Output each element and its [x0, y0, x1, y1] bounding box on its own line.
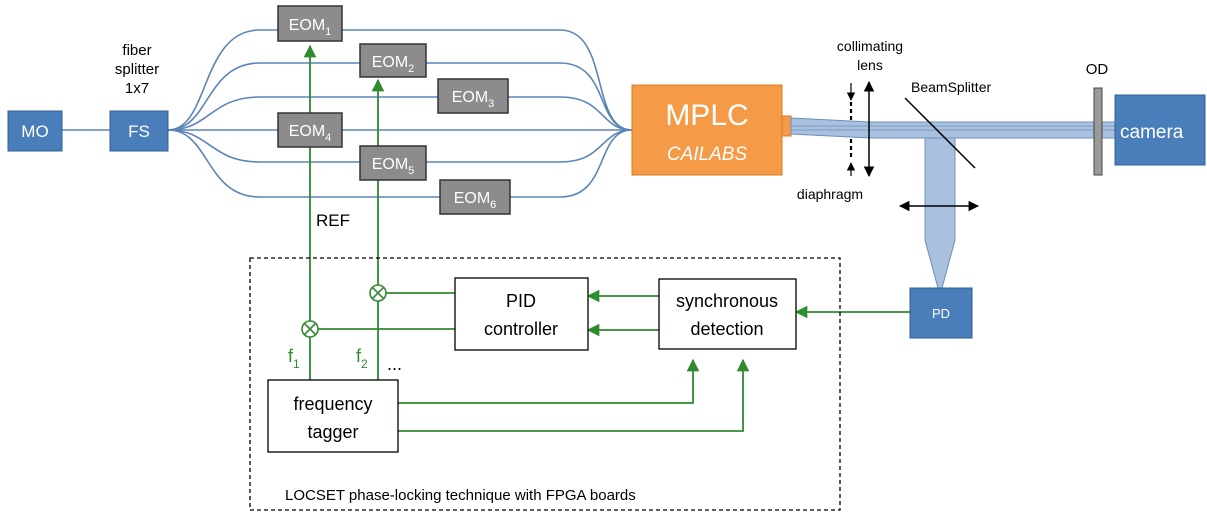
- eom-3-sub: 3: [488, 98, 494, 110]
- eom-2: EOM2: [359, 43, 427, 78]
- camera-label: camera: [1120, 122, 1184, 143]
- eom-6: EOM6: [439, 179, 511, 215]
- eom-5-label: EOM: [372, 156, 408, 173]
- collimating-line-2: lens: [857, 57, 883, 73]
- frequency-tagger-box: frequency tagger: [267, 379, 399, 453]
- fiber-line: [167, 129, 633, 198]
- collimating-caption: collimating lens: [837, 38, 903, 73]
- locset-frame: [249, 257, 841, 511]
- pd-label: PD: [932, 306, 950, 321]
- od-label: OD: [1086, 61, 1109, 78]
- line-tagger-sync-2: [398, 358, 750, 432]
- splitter-line-1: fiber: [122, 42, 151, 59]
- eom-6-sub: 6: [490, 199, 496, 211]
- eom-3: EOM3: [437, 78, 509, 114]
- tagger-line-2: tagger: [307, 422, 358, 442]
- tagger-line-1: frequency: [293, 394, 372, 414]
- od-filter: OD: [1086, 61, 1109, 176]
- mixer-1: [301, 320, 319, 338]
- splitter-caption: fiber splitter 1x7: [115, 42, 159, 97]
- beamsplitter: [904, 97, 976, 169]
- svg-text:EOM3: EOM3: [452, 89, 495, 110]
- collimating-line-1: collimating: [837, 38, 903, 54]
- eom-5: EOM5: [359, 145, 427, 181]
- fiber-bundle: [167, 29, 633, 198]
- pd-box: PD: [909, 287, 973, 339]
- pid-line-2: controller: [484, 319, 558, 339]
- mo-box: MO: [7, 110, 63, 152]
- svg-text:EOM2: EOM2: [372, 54, 415, 75]
- svg-text:EOM1: EOM1: [289, 17, 332, 38]
- svg-text:EOM5: EOM5: [372, 156, 415, 177]
- ellipsis-label: ...: [387, 354, 402, 374]
- beam-main: [790, 117, 1116, 139]
- control-lines: [303, 44, 910, 432]
- svg-text:EOM6: EOM6: [454, 190, 497, 211]
- line-tagger-sync-1: [398, 358, 700, 404]
- eom-5-sub: 5: [408, 165, 414, 177]
- beam: [790, 117, 1116, 289]
- mo-label: MO: [21, 122, 48, 141]
- pid-controller-box: PID controller: [454, 277, 589, 351]
- eom-2-label: EOM: [372, 54, 408, 71]
- eom-3-label: EOM: [452, 89, 488, 106]
- pid-line-1: PID: [506, 291, 536, 311]
- sync-line-1: synchronous: [676, 291, 778, 311]
- locset-caption: LOCSET phase-locking technique with FPGA…: [285, 487, 636, 504]
- fiber-line: [167, 96, 633, 131]
- svg-text:EOM4: EOM4: [289, 123, 332, 144]
- splitter-line-3: 1x7: [125, 80, 149, 97]
- eom-4: EOM4: [277, 112, 343, 148]
- sync-line-2: detection: [690, 319, 763, 339]
- eom-4-sub: 4: [325, 132, 331, 144]
- ref-label: REF: [316, 211, 350, 230]
- fiber-line: [167, 29, 633, 131]
- diaphragm-label: diaphragm: [797, 186, 863, 202]
- mplc-box: MPLC CAILABS: [631, 84, 792, 176]
- beam-down: [924, 137, 956, 289]
- eom-2-sub: 2: [408, 63, 414, 75]
- camera-box: camera: [1114, 94, 1206, 166]
- splitter-line-2: splitter: [115, 61, 159, 78]
- beamsplitter-label: BeamSplitter: [911, 79, 991, 95]
- synchronous-detection-box: synchronous detection: [658, 278, 797, 350]
- mplc-subtitle: CAILABS: [667, 144, 748, 165]
- eom-4-label: EOM: [289, 123, 325, 140]
- mixer-2: [369, 284, 387, 302]
- fs-label: FS: [128, 122, 150, 141]
- eom-1: EOM1: [277, 5, 343, 42]
- eom-6-label: EOM: [454, 190, 490, 207]
- mplc-title: MPLC: [665, 99, 748, 132]
- f2-label: f2: [356, 346, 368, 371]
- eom-1-sub: 1: [325, 26, 331, 38]
- fs-box: FS: [109, 110, 169, 152]
- f1-label: f1: [288, 346, 300, 371]
- eom-1-label: EOM: [289, 17, 325, 34]
- fiber-line: [167, 129, 633, 163]
